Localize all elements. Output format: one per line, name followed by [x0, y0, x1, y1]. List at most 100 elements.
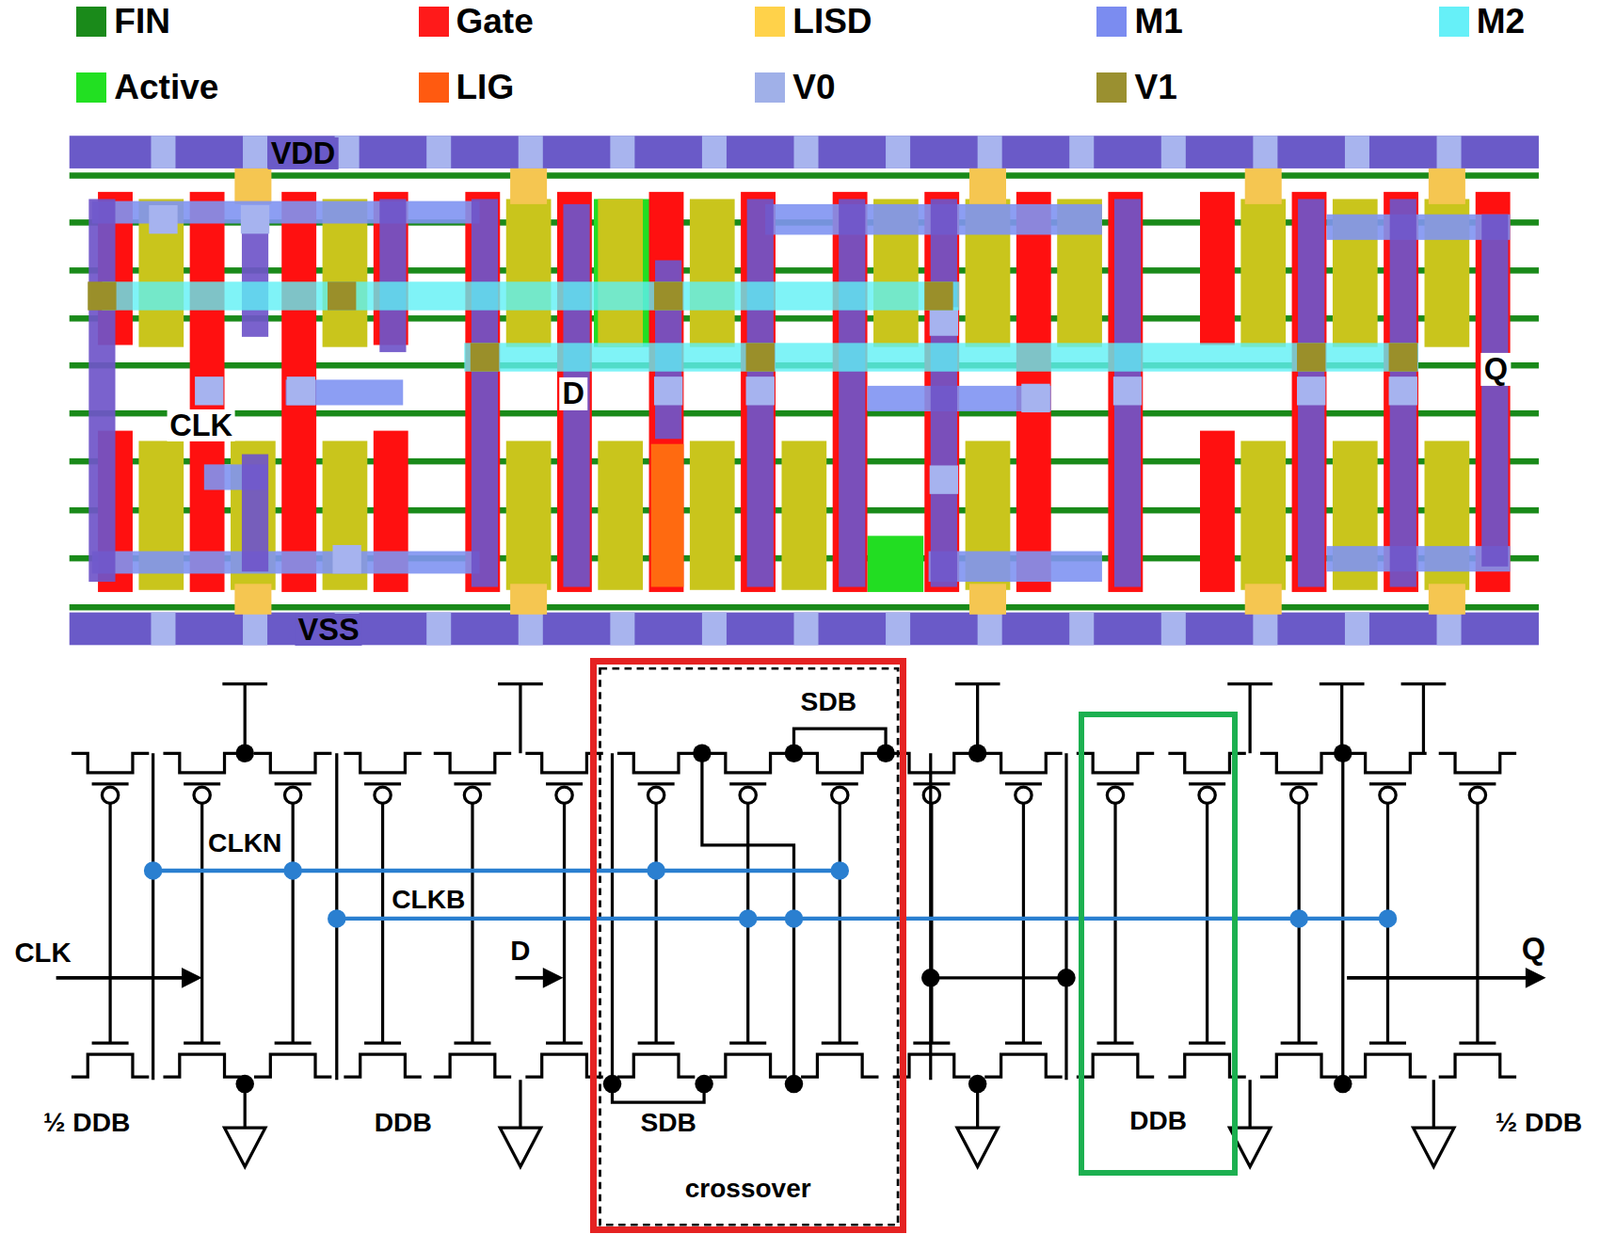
nmos-channel	[1260, 1054, 1338, 1077]
legend-swatch	[418, 72, 449, 103]
nmos-gate-plate	[274, 1041, 312, 1045]
rail-via	[426, 612, 451, 646]
rail-via	[702, 135, 727, 169]
rail-via	[1161, 135, 1186, 169]
rail-via	[518, 612, 544, 646]
pmos-bubble	[1015, 786, 1032, 803]
crossover-dashed-box	[600, 668, 899, 1225]
q-arrow-head	[1525, 967, 1547, 989]
nmos-gate-plate	[1005, 1041, 1042, 1045]
rail-via	[242, 612, 268, 646]
rail-via	[1069, 612, 1094, 646]
v1-via	[327, 281, 356, 310]
rail-via	[1437, 135, 1462, 169]
region-label: crossover	[682, 1174, 815, 1204]
pmos-channel	[343, 752, 421, 773]
break-label: SDB	[637, 1108, 699, 1137]
layout	[69, 135, 1539, 645]
rail-name: VDD	[268, 137, 339, 170]
pmos-channel	[433, 752, 512, 773]
clk-arrow-head	[181, 967, 203, 989]
junction-dot	[968, 1074, 988, 1094]
pin-name: D	[560, 377, 588, 410]
pmos-gate-plate	[1280, 782, 1318, 785]
pmos-gate-plate	[545, 782, 583, 785]
gate	[281, 192, 317, 592]
rail-via	[1252, 612, 1278, 646]
signal-name: CLKB	[388, 885, 468, 914]
rail-via	[426, 135, 451, 169]
signal-name: CLKN	[205, 829, 285, 858]
junction-dot	[876, 744, 896, 764]
nmos-gate-plate	[545, 1041, 583, 1045]
vss-rail	[69, 612, 1539, 646]
lisd-contact	[506, 198, 552, 347]
lisd-contact	[597, 440, 643, 590]
pin-name: Q	[1481, 352, 1511, 385]
clkn-line	[153, 868, 841, 873]
d-arrow-head	[543, 967, 564, 989]
junction-dot	[1056, 968, 1076, 988]
m1-wire	[838, 198, 865, 587]
crossover-region: crossover	[590, 657, 907, 1232]
legend-entry: LIG	[418, 67, 515, 108]
q-arrow	[1346, 976, 1528, 980]
v0-via	[148, 205, 177, 234]
clkb-line	[336, 916, 1389, 921]
nmos-channel	[433, 1054, 512, 1077]
nmos-gate-plate	[1458, 1041, 1496, 1045]
gate-wire	[291, 802, 295, 1043]
ddb-region: DDB	[1078, 711, 1238, 1176]
pmos-bubble	[1199, 786, 1216, 803]
gate-wire	[1113, 802, 1117, 1043]
fin	[69, 172, 1539, 179]
signal-name: D	[507, 936, 533, 966]
rail-via	[518, 135, 544, 169]
rail-via	[150, 135, 176, 169]
legend-entry: LISD	[754, 1, 872, 42]
nmos-gate-plate	[1188, 1041, 1226, 1045]
nmos-channel	[1076, 1054, 1154, 1077]
rail-name: VSS	[295, 613, 363, 646]
lisd-rail-tap	[234, 168, 272, 205]
drain-wire	[1064, 752, 1068, 1080]
m1-wire	[379, 198, 406, 352]
active-region	[867, 535, 925, 592]
rail-via	[335, 135, 360, 169]
legend-entry: V0	[754, 67, 835, 108]
nmos-channel	[162, 1054, 240, 1077]
rail-via	[242, 135, 268, 169]
legend-entry: Active	[76, 67, 219, 108]
nmos-gate-plate	[183, 1041, 221, 1045]
nmos-gate-plate	[1280, 1041, 1318, 1045]
gate	[1383, 192, 1419, 592]
legend-swatch	[76, 72, 107, 103]
gate-wire	[108, 802, 112, 1043]
nmos-channel	[984, 1054, 1062, 1077]
v0-via	[1296, 376, 1326, 405]
rail-via	[1344, 612, 1370, 646]
pmos-gate-plate	[1458, 782, 1496, 785]
pmos-gate-plate	[92, 782, 129, 785]
v1-via	[654, 281, 683, 310]
nmos-gate-plate	[1369, 1041, 1407, 1045]
pmos-channel	[254, 752, 332, 773]
legend-entry: V1	[1096, 67, 1177, 108]
v1-via	[470, 342, 499, 371]
legend-swatch	[1096, 6, 1127, 37]
rail-via	[150, 612, 176, 646]
nmos-channel	[1439, 1054, 1517, 1077]
pmos-channel	[709, 752, 787, 773]
legend-text: V1	[1134, 67, 1177, 108]
pmos-gate-plate	[183, 782, 221, 785]
region-label: DDB	[1126, 1106, 1190, 1136]
nmos-channel	[343, 1054, 421, 1077]
clkb-dot	[327, 909, 347, 928]
rail-via	[1344, 135, 1370, 169]
m1-wire	[88, 198, 115, 582]
pmos-bubble	[1290, 786, 1307, 803]
clkn-dot	[646, 861, 666, 880]
rail-via	[609, 612, 635, 646]
